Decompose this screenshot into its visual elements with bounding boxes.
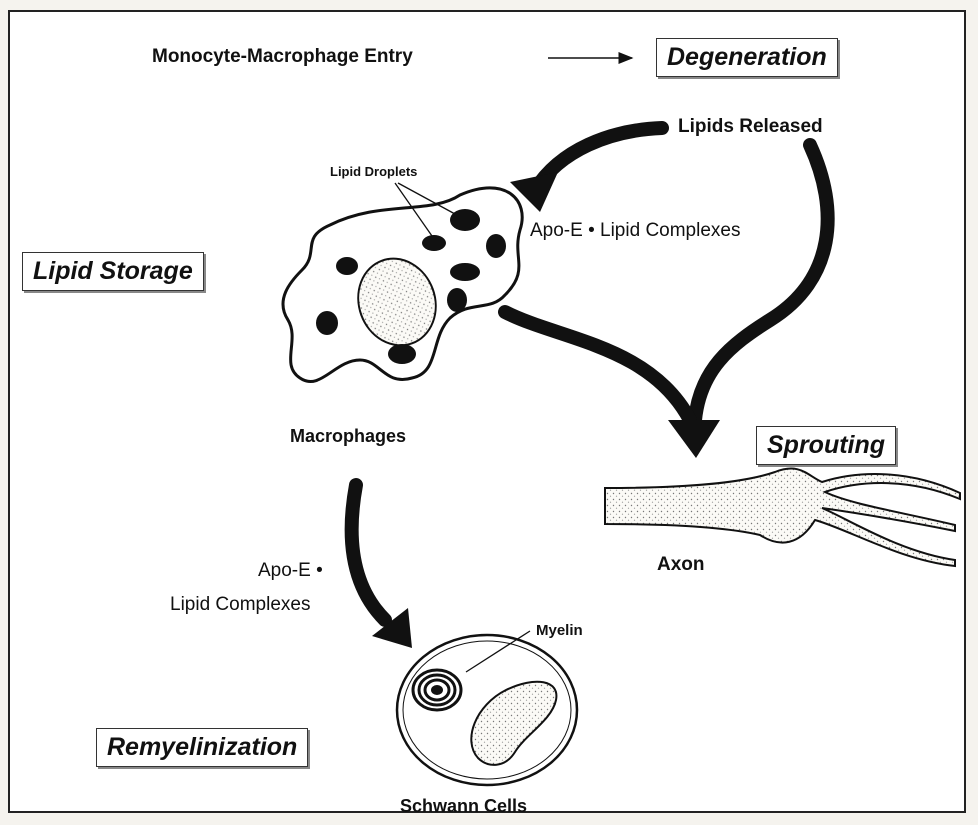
lipid-droplet	[336, 257, 358, 275]
apoe-label-line1: Apo-E •	[258, 560, 323, 582]
schwann-cells-label: Schwann Cells	[400, 796, 527, 817]
lipid-droplet	[486, 234, 506, 258]
lipid-droplet	[316, 311, 338, 335]
lipid-droplet	[450, 263, 480, 281]
lipid-droplet	[388, 344, 416, 364]
lipid-droplet	[422, 235, 446, 251]
lipid-droplets-label: Lipid Droplets	[330, 164, 417, 179]
macrophages-label: Macrophages	[290, 426, 406, 447]
lipid-storage-box: Lipid Storage	[22, 252, 204, 291]
arrow-lipids-to-macrophage	[510, 128, 662, 212]
schwann-cell	[397, 631, 577, 785]
remyelinization-box: Remyelinization	[96, 728, 308, 767]
apoe-label-line2: Lipid Complexes	[170, 594, 310, 616]
myelin-label: Myelin	[536, 622, 583, 639]
axon-label: Axon	[657, 554, 705, 576]
myelin-spiral	[413, 670, 461, 710]
degeneration-box: Degeneration	[656, 38, 838, 77]
sprouting-box: Sprouting	[756, 426, 896, 465]
lipid-droplet	[450, 209, 480, 231]
arrow-macrophage-to-schwann	[352, 485, 412, 648]
axon-shape	[605, 469, 960, 567]
lipid-droplet	[447, 288, 467, 312]
macrophage-cell	[283, 188, 522, 382]
apoe-lipid-complexes-label: Apo-E • Lipid Complexes	[530, 220, 740, 242]
arrow-lipids-to-axon	[505, 145, 828, 458]
monocyte-entry-label: Monocyte-Macrophage Entry	[152, 46, 413, 68]
lipids-released-label: Lipids Released	[678, 116, 823, 138]
